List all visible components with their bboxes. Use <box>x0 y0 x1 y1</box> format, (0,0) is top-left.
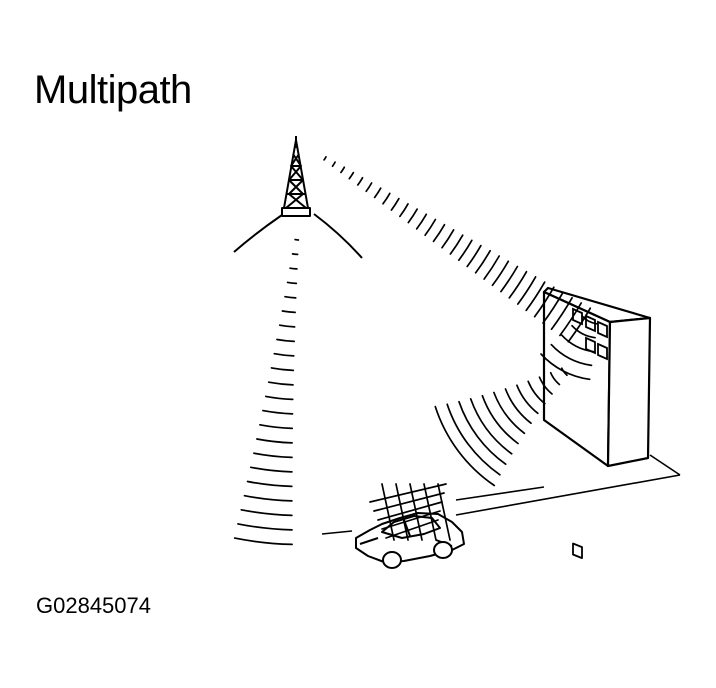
car-interference-line <box>410 484 422 540</box>
incident-wave-arc <box>501 267 518 292</box>
figure-code: G02845074 <box>36 593 151 618</box>
incident-wave-arc <box>391 199 399 211</box>
incident-wave-arc <box>476 251 490 273</box>
incident-wave-arc <box>349 173 353 179</box>
direct-wave-arc <box>235 538 292 544</box>
incident-wave-arc <box>459 240 472 260</box>
car-interference-line <box>396 484 408 540</box>
reflected-wave-arc <box>506 389 532 423</box>
direct-wave-arc <box>290 268 297 269</box>
direct-wave-arc <box>293 254 298 255</box>
reflected-wave-arc <box>459 402 506 465</box>
incident-wave-arc <box>366 183 371 191</box>
ground-lines <box>322 455 680 534</box>
incident-wave-arc <box>375 188 381 197</box>
direct-wave-arc <box>251 467 292 472</box>
incident-wave-arc <box>450 235 462 254</box>
incident-wave-arc <box>383 193 390 203</box>
direct-wave-arc <box>266 396 293 399</box>
direct-wave-arc <box>282 311 295 312</box>
direct-wave-arc <box>248 482 292 487</box>
incident-wave-arc <box>434 225 445 242</box>
direct-wave-arc <box>280 325 295 327</box>
incident-wave-arc <box>341 167 344 172</box>
reflected-wave-arc <box>435 407 494 486</box>
direct-wave-arc <box>260 425 292 429</box>
direct-wave-arc <box>272 368 294 371</box>
direct-wave-arc <box>245 496 292 501</box>
reflected-wave-arc <box>471 399 512 454</box>
building-windows <box>573 309 607 359</box>
reflected-wave-arc <box>540 377 553 394</box>
building-reflection-arc <box>572 326 595 338</box>
reflected-wave-arc <box>494 393 525 434</box>
car-interference-line <box>438 484 450 540</box>
building-reflection-arc <box>582 316 597 324</box>
incident-wave-arc <box>493 261 509 285</box>
direct-wave-arc <box>257 439 292 443</box>
direct-wave-arc <box>285 297 296 298</box>
reflected-wave-arc <box>528 381 545 403</box>
direct-wave-arc <box>274 354 293 356</box>
car-interference-line <box>370 484 446 502</box>
incident-wave-arc <box>324 157 326 160</box>
radio-tower-icon <box>282 136 310 216</box>
car-interference-line <box>386 520 438 538</box>
building-icon <box>544 288 650 558</box>
car-interference-line <box>424 484 436 540</box>
incident-wave-arc <box>484 256 499 279</box>
direct-wave-arc <box>238 524 292 530</box>
direct-wave-arc <box>277 340 294 342</box>
diagram-title: Multipath <box>34 68 192 112</box>
hill-outline <box>234 214 362 258</box>
car-icon <box>356 513 464 568</box>
wave-fronts <box>235 157 597 545</box>
incident-wave-arc <box>425 220 435 236</box>
incident-wave-arc <box>400 204 408 217</box>
reflected-wave-arc <box>482 396 518 444</box>
incident-wave-arc <box>518 277 536 304</box>
reflected-wave-arc <box>551 373 560 385</box>
direct-wave-arc <box>269 382 293 385</box>
incident-wave-arc <box>442 230 454 248</box>
car-interference-line <box>382 484 394 540</box>
incident-wave-arc <box>358 178 363 185</box>
building-reflection-arc <box>551 345 591 366</box>
incident-wave-arc <box>408 209 417 223</box>
incident-wave-arc <box>333 162 336 166</box>
car-interference-line <box>374 493 444 511</box>
incident-wave-arc <box>560 303 581 336</box>
direct-wave-arc <box>254 453 292 457</box>
incident-wave-arc <box>509 272 526 298</box>
building-reflection-arc <box>562 335 594 352</box>
incident-wave-arc <box>543 293 563 323</box>
incident-wave-arc <box>535 287 554 316</box>
reflected-wave-arc <box>447 404 500 475</box>
building-reflection-arc <box>541 354 590 379</box>
incident-wave-arc <box>467 246 481 267</box>
incident-wave-arc <box>417 214 427 229</box>
direct-wave-arc <box>241 510 292 516</box>
reflected-wave-arc <box>517 385 538 413</box>
incident-wave-arc <box>526 282 545 310</box>
incident-wave-arc <box>552 298 573 329</box>
direct-wave-arc <box>288 282 297 283</box>
direct-wave-arc <box>263 411 293 414</box>
